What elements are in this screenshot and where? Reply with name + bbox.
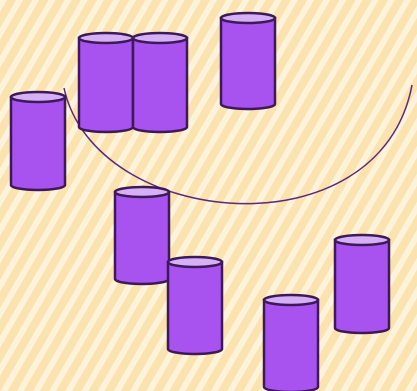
cylinder-body (77, 36, 135, 134)
cylinder-top (9, 90, 67, 104)
cylinder (77, 31, 135, 134)
cylinder-top (333, 233, 391, 247)
cylinder-top (77, 31, 135, 45)
cylinder-body (113, 190, 171, 286)
cylinder (131, 31, 189, 134)
cylinder-body (9, 95, 67, 192)
cylinder (9, 90, 67, 192)
cylinder-body (166, 260, 224, 356)
cylinder-top (131, 31, 189, 45)
cylinder (262, 293, 320, 391)
cylinder-body (333, 238, 391, 335)
cylinder (333, 233, 391, 335)
arc-curve (63, 84, 413, 205)
cylinder-body (131, 36, 189, 134)
cylinder-body (262, 298, 320, 391)
cylinder (113, 185, 171, 286)
cylinder-top (262, 293, 320, 307)
cylinder-top (113, 185, 171, 199)
cylinder (219, 11, 277, 111)
cylinder-body (219, 16, 277, 111)
cylinder-top (219, 11, 277, 25)
cylinder (166, 255, 224, 356)
cylinder-top (166, 255, 224, 269)
